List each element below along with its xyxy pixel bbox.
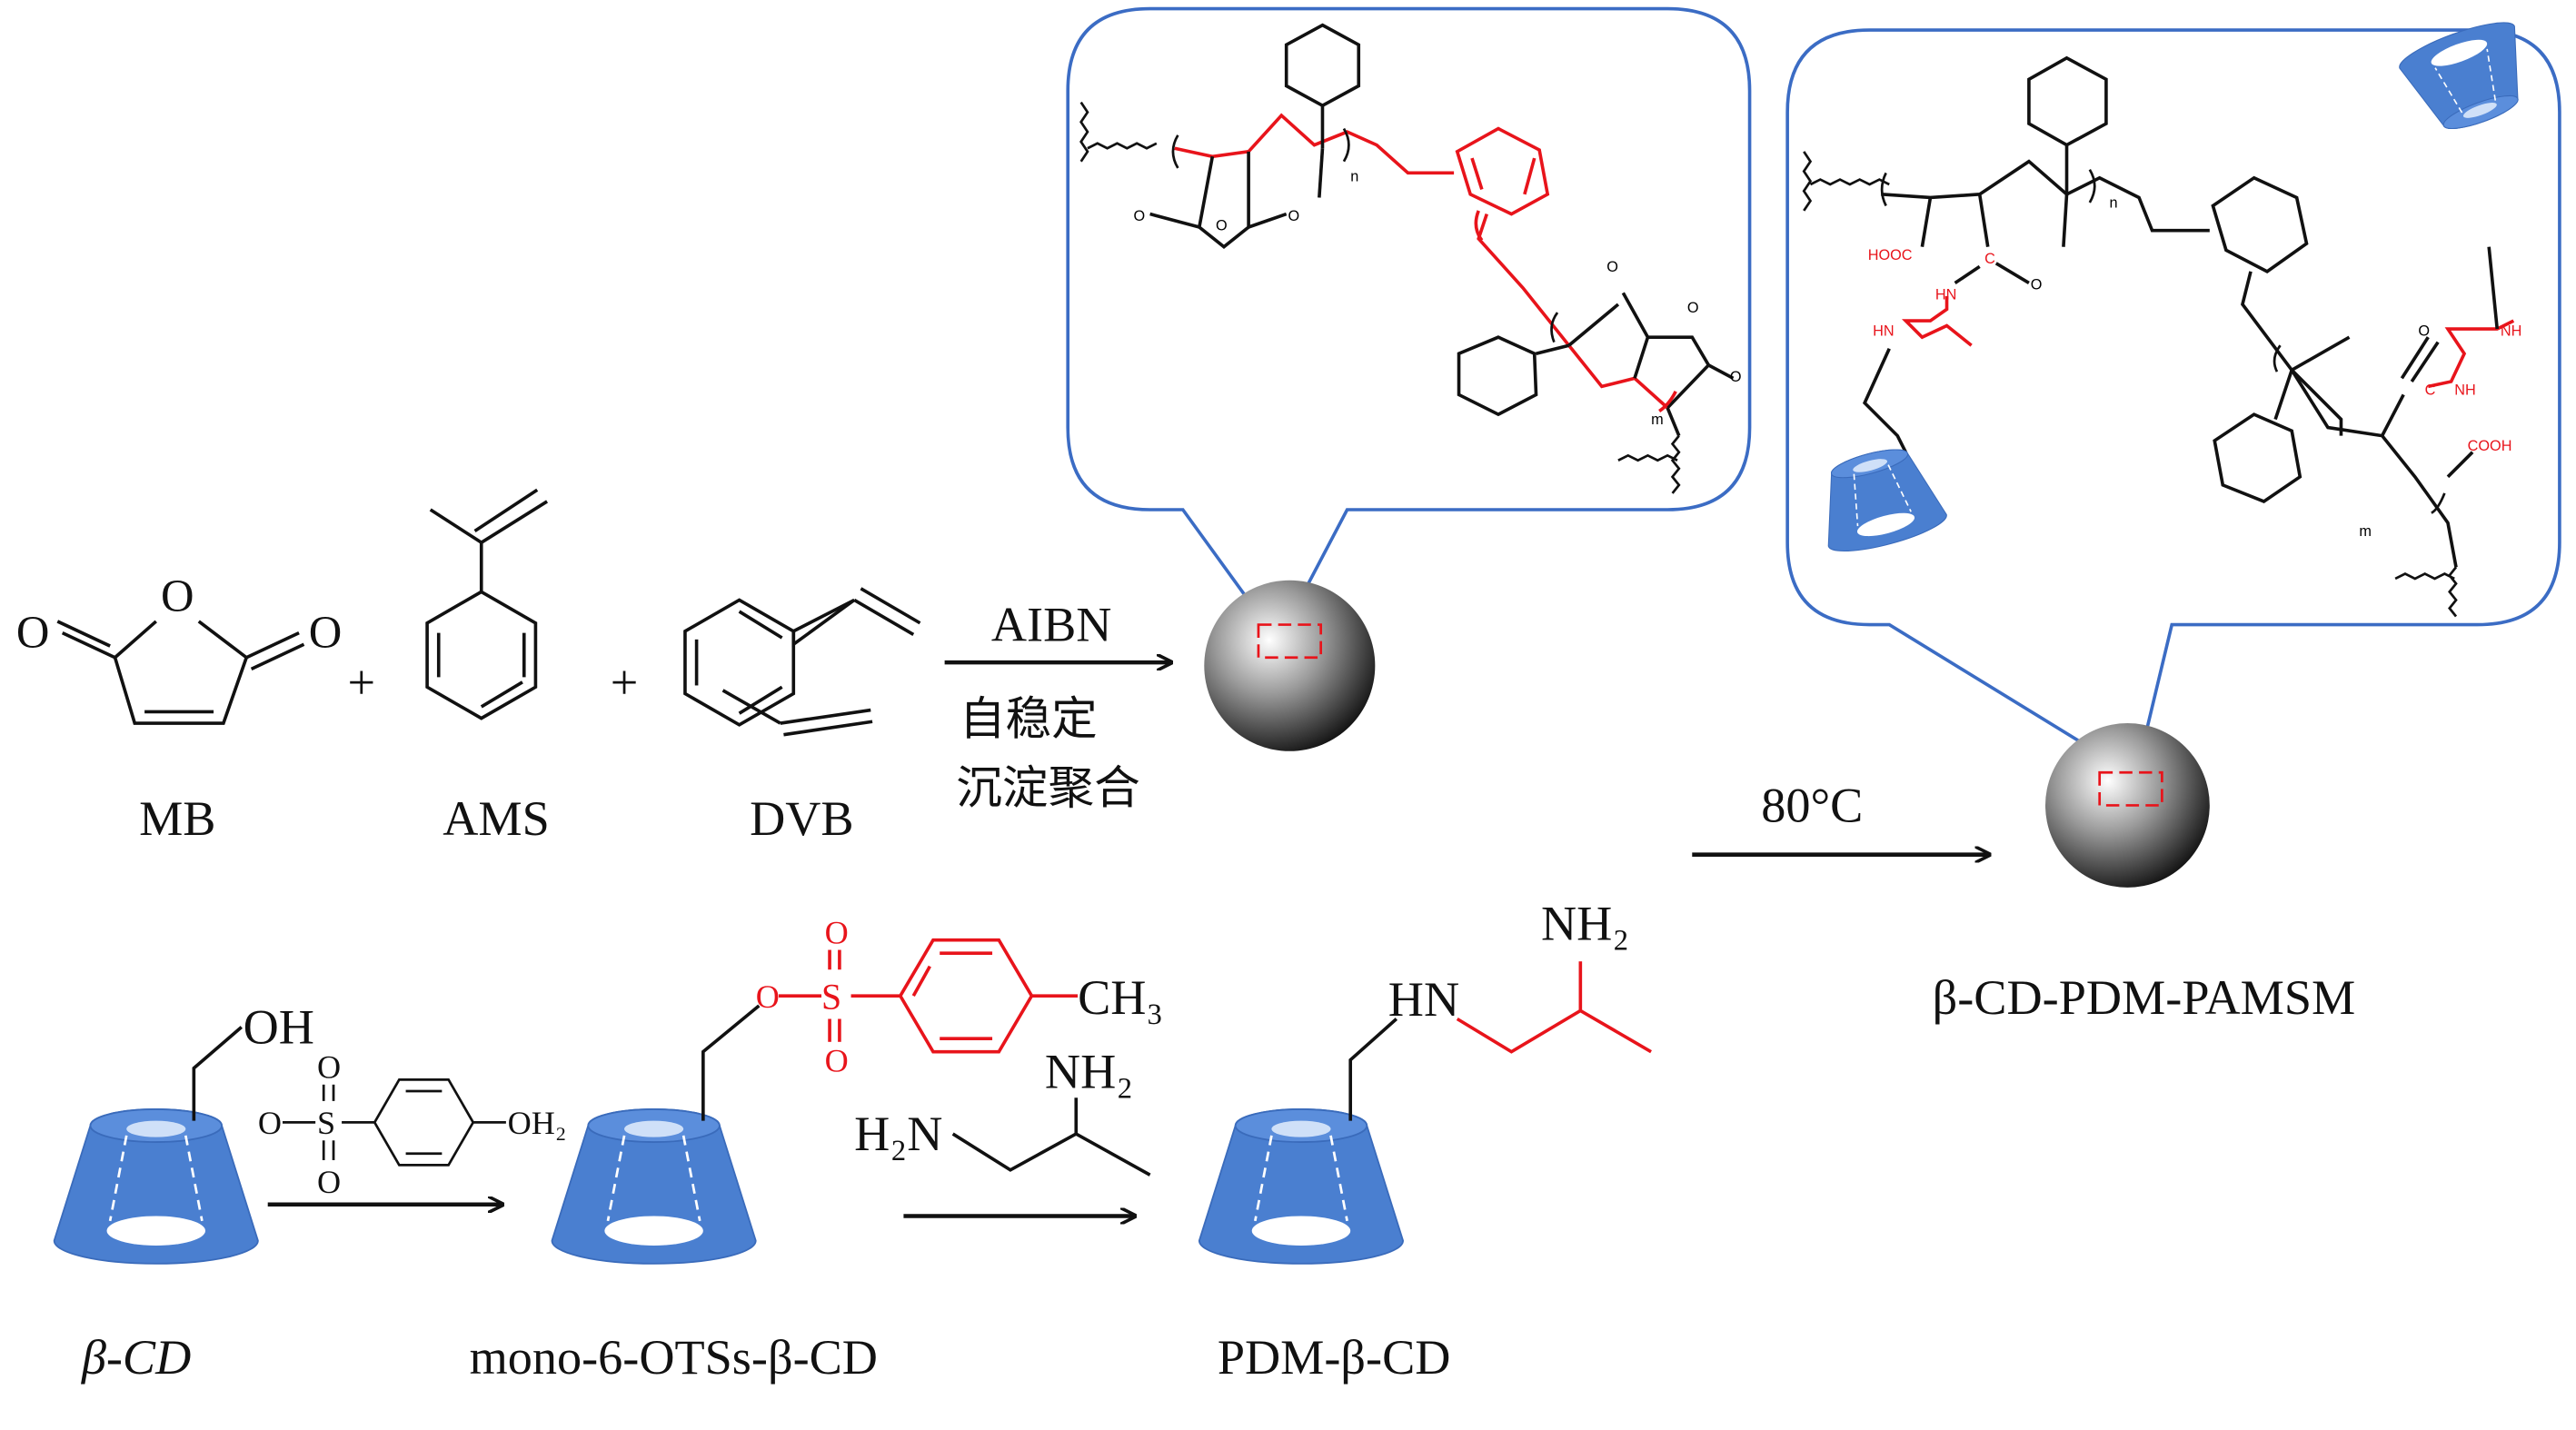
ams-label: AMS (443, 791, 550, 846)
hydroxyl-label: OH (244, 1000, 314, 1055)
mb-structure: O O O (16, 571, 343, 725)
cyclodextrin-cone-icon (1198, 1107, 1405, 1266)
beta-cd-structure: OH (53, 1000, 314, 1266)
amine-label: NH₂ (1541, 897, 1629, 951)
callout-1-bubble (1066, 6, 1752, 645)
subscript-n: n (1350, 168, 1358, 184)
pdm-beta-cd-label: PDM-β-CD (1218, 1330, 1451, 1385)
cooh-label: COOH (2468, 438, 2512, 454)
mb-carbonyl-oxygen-right: O (309, 607, 343, 658)
oxygen-label: O (1687, 300, 1699, 316)
ams-structure (425, 488, 549, 720)
methyl-label: CH₃ (1078, 970, 1163, 1025)
callout-2-structure: HOOC C O HN HN NH O C NH COOH n m (1802, 13, 2542, 618)
nh-label: NH (2501, 323, 2522, 339)
amine-label: H₂N (854, 1107, 942, 1161)
highlight-box (2098, 770, 2163, 807)
dvb-structure (683, 587, 921, 737)
hn-label: HN (1388, 972, 1459, 1027)
hn-label: HN (1873, 323, 1895, 339)
reagent-aibn: AIBN (991, 598, 1112, 652)
plus-sign: + (347, 655, 375, 710)
sulfur-label: S (821, 978, 841, 1018)
product-label: β-CD-PDM-PAMSM (1933, 970, 2356, 1025)
nh-label: NH (2454, 382, 2476, 398)
oxygen-label: O (317, 1049, 341, 1086)
plus-sign: + (611, 655, 639, 710)
cyclodextrin-cone-icon (53, 1107, 260, 1266)
oxygen-label: O (258, 1105, 282, 1141)
oxygen-label: O (2031, 277, 2043, 293)
hooc-label: HOOC (1868, 247, 1913, 263)
oxygen-label: O (1216, 218, 1228, 234)
propanediamine-structure: H₂N NH₂ (854, 1044, 1151, 1177)
carbon-label: C (2425, 382, 2436, 398)
hn-label: HN (1935, 287, 1957, 303)
sulfur-label: S (317, 1105, 335, 1141)
oxygen-label: O (825, 914, 849, 950)
highlight-box (1257, 623, 1323, 660)
amine-label: NH₂ (1045, 1044, 1133, 1098)
oxygen-label: O (1606, 259, 1618, 275)
dvb-label: DVB (750, 791, 854, 846)
oxygen-label: O (825, 1042, 849, 1078)
subscript-n: n (2110, 194, 2118, 211)
oxygen-label: O (756, 978, 780, 1015)
mono-ots-beta-cd-structure: O S O O CH₃ (551, 914, 1163, 1266)
subscript-m: m (2359, 523, 2372, 540)
condition-temperature: 80°C (1761, 779, 1863, 833)
subscript-m: m (1651, 412, 1664, 428)
mb-label: MB (139, 791, 215, 846)
oxygen-label: O (1134, 208, 1146, 224)
tosyl-reagent-structure: O S O O OH₂ (258, 1049, 567, 1201)
callout-2-bubble (1785, 28, 2561, 779)
mb-ring-oxygen: O (161, 571, 194, 621)
callout-1-structure: O O O O O O n m (1079, 23, 1742, 494)
cyclodextrin-cone-icon (551, 1107, 758, 1266)
oh2-label: OH₂ (508, 1105, 567, 1141)
condition-line-2: 沉淀聚合 (956, 761, 1139, 815)
condition-line-1: 自稳定 (960, 692, 1098, 746)
oxygen-label: O (2418, 323, 2430, 339)
mono-ots-beta-cd-label: mono-6-OTSs-β-CD (470, 1330, 878, 1385)
oxygen-label: O (317, 1164, 341, 1200)
beta-cd-label: β-CD (81, 1330, 191, 1385)
pdm-beta-cd-structure: HN NH₂ (1198, 897, 1652, 1266)
oxygen-label: O (1288, 208, 1300, 224)
oxygen-label: O (1730, 369, 1742, 385)
carbon-label: C (1984, 251, 1995, 267)
mb-carbonyl-oxygen-left: O (16, 607, 50, 658)
microsphere-pamsm (1204, 580, 1376, 751)
